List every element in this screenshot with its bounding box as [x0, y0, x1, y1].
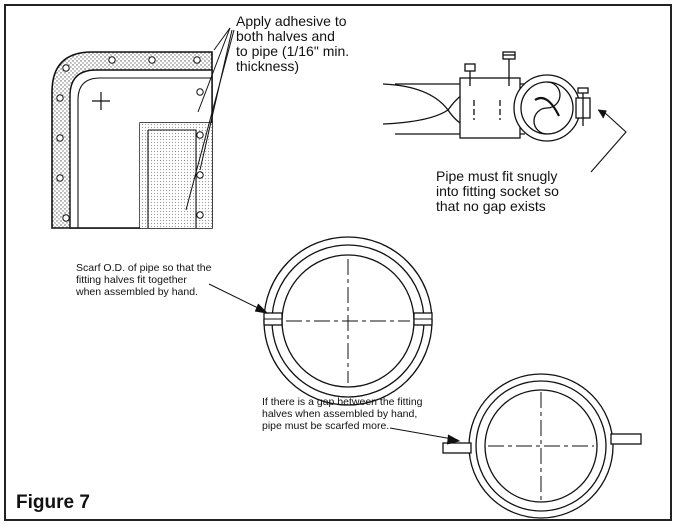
adhesive-leader-lines: [185, 27, 235, 211]
bolt-icon: [464, 63, 476, 86]
adhesive-note: Apply adhesive to both halves and to pip…: [236, 13, 350, 74]
center-mark: [92, 92, 110, 110]
scarf-leader: [208, 283, 269, 314]
pipe-fitting-side-view: [382, 51, 591, 142]
elbow-fitting-half: [51, 27, 235, 229]
bolt-icon: [502, 51, 516, 86]
center-line: [488, 392, 594, 500]
gap-note: If there is a gap between the fitting ha…: [262, 396, 423, 432]
figure-caption: Figure 7: [16, 492, 90, 513]
scarf-note: Scarf O.D. of pipe so that the fitting h…: [76, 262, 212, 298]
section-view-gap: [442, 373, 642, 519]
snug-fit-note: Pipe must fit snugly into fitting socket…: [436, 168, 559, 214]
section-view-fitted: [263, 236, 433, 406]
snug-fit-leader: [590, 109, 627, 173]
figure-frame: [4, 4, 672, 521]
gap-leader: [389, 427, 461, 445]
bolt-holes: [56, 56, 204, 222]
center-line: [286, 259, 410, 383]
